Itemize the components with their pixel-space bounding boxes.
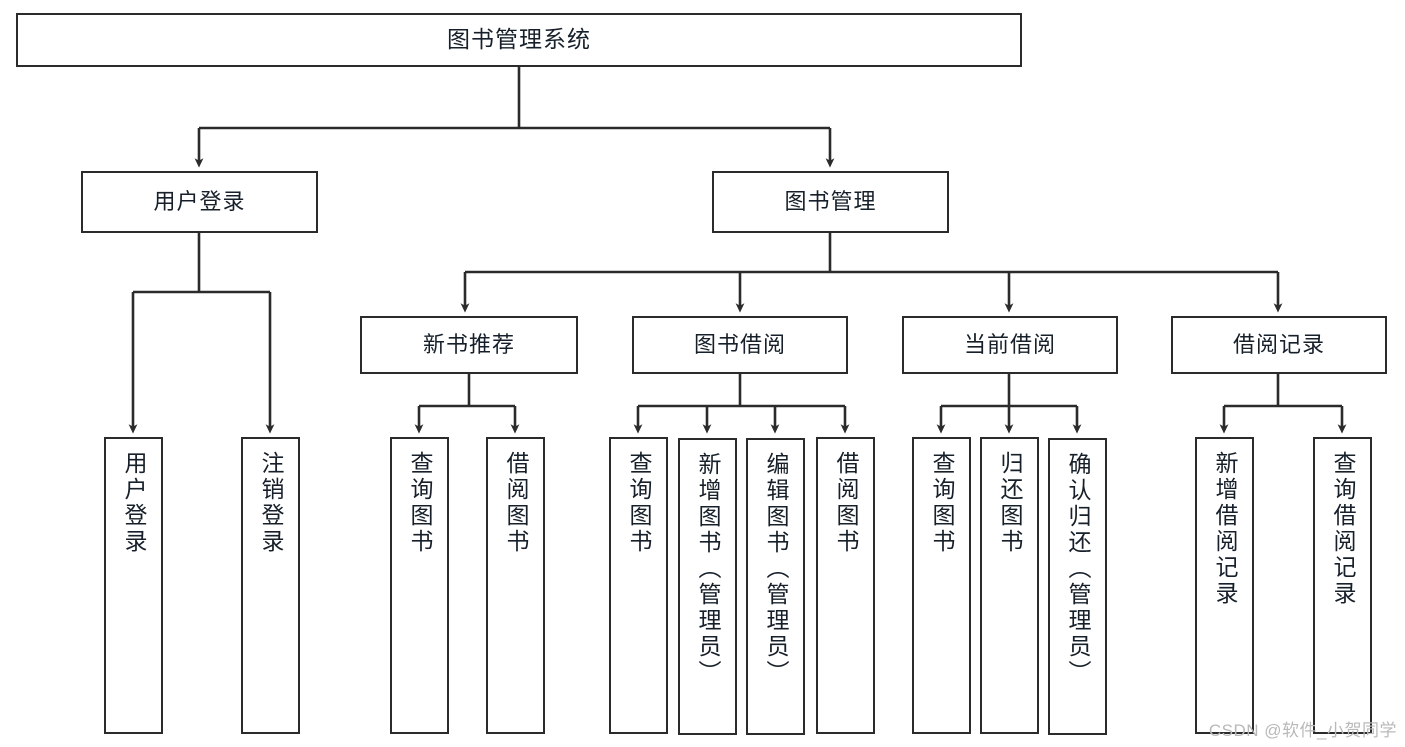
node-label: 新书推荐 [422, 331, 515, 357]
leaf-current-return-book[interactable]: 归还图书 [980, 437, 1039, 734]
node-user-login[interactable]: 用户登录 [81, 171, 318, 233]
leaf-user-logout[interactable]: 注销登录 [241, 437, 300, 734]
leaf-borrow-add-book-admin[interactable]: 新增图书（管理员） [678, 438, 737, 735]
leaf-current-query-book[interactable]: 查询图书 [912, 437, 971, 734]
node-label: 编辑图书（管理员） [763, 452, 789, 686]
node-label: 查询图书 [407, 451, 433, 555]
node-root-book-management-system[interactable]: 图书管理系统 [16, 13, 1022, 67]
node-label: 查询图书 [929, 451, 955, 555]
node-label: 借阅图书 [833, 451, 859, 555]
node-label: 注销登录 [258, 451, 284, 555]
node-label: 用户登录 [121, 451, 147, 555]
node-label: 借阅记录 [1232, 331, 1325, 357]
node-label: 新增借阅记录 [1212, 451, 1238, 607]
node-label: 确认归还（管理员） [1065, 452, 1091, 686]
leaf-current-confirm-return-admin[interactable]: 确认归还（管理员） [1048, 438, 1107, 735]
leaf-recommend-borrow-book[interactable]: 借阅图书 [486, 437, 545, 734]
watermark-text: CSDN @软件_小贺同学 [1208, 721, 1397, 740]
node-label: 图书管理 [784, 188, 877, 214]
leaf-recommend-query-book[interactable]: 查询图书 [390, 437, 449, 734]
leaf-record-add-borrow-record[interactable]: 新增借阅记录 [1195, 437, 1254, 734]
node-borrow-record[interactable]: 借阅记录 [1171, 316, 1387, 374]
node-book-borrow[interactable]: 图书借阅 [632, 316, 848, 374]
node-label: 图书借阅 [693, 331, 786, 357]
leaf-borrow-edit-book-admin[interactable]: 编辑图书（管理员） [746, 438, 805, 735]
node-label: 借阅图书 [503, 451, 529, 555]
leaf-user-login[interactable]: 用户登录 [104, 437, 163, 734]
leaf-record-query-borrow-record[interactable]: 查询借阅记录 [1313, 437, 1372, 734]
node-current-borrow[interactable]: 当前借阅 [902, 316, 1118, 374]
node-label: 查询图书 [626, 451, 652, 555]
node-label: 查询借阅记录 [1330, 451, 1356, 607]
node-label: 图书管理系统 [447, 26, 591, 53]
node-label: 用户登录 [153, 188, 246, 214]
node-book-management[interactable]: 图书管理 [712, 171, 949, 233]
node-label: 新增图书（管理员） [695, 452, 721, 686]
node-label: 归还图书 [997, 451, 1023, 555]
node-label: 当前借阅 [963, 331, 1056, 357]
leaf-borrow-query-book[interactable]: 查询图书 [609, 437, 668, 734]
leaf-borrow-borrow-book[interactable]: 借阅图书 [816, 437, 875, 734]
node-new-book-recommend[interactable]: 新书推荐 [360, 316, 578, 374]
